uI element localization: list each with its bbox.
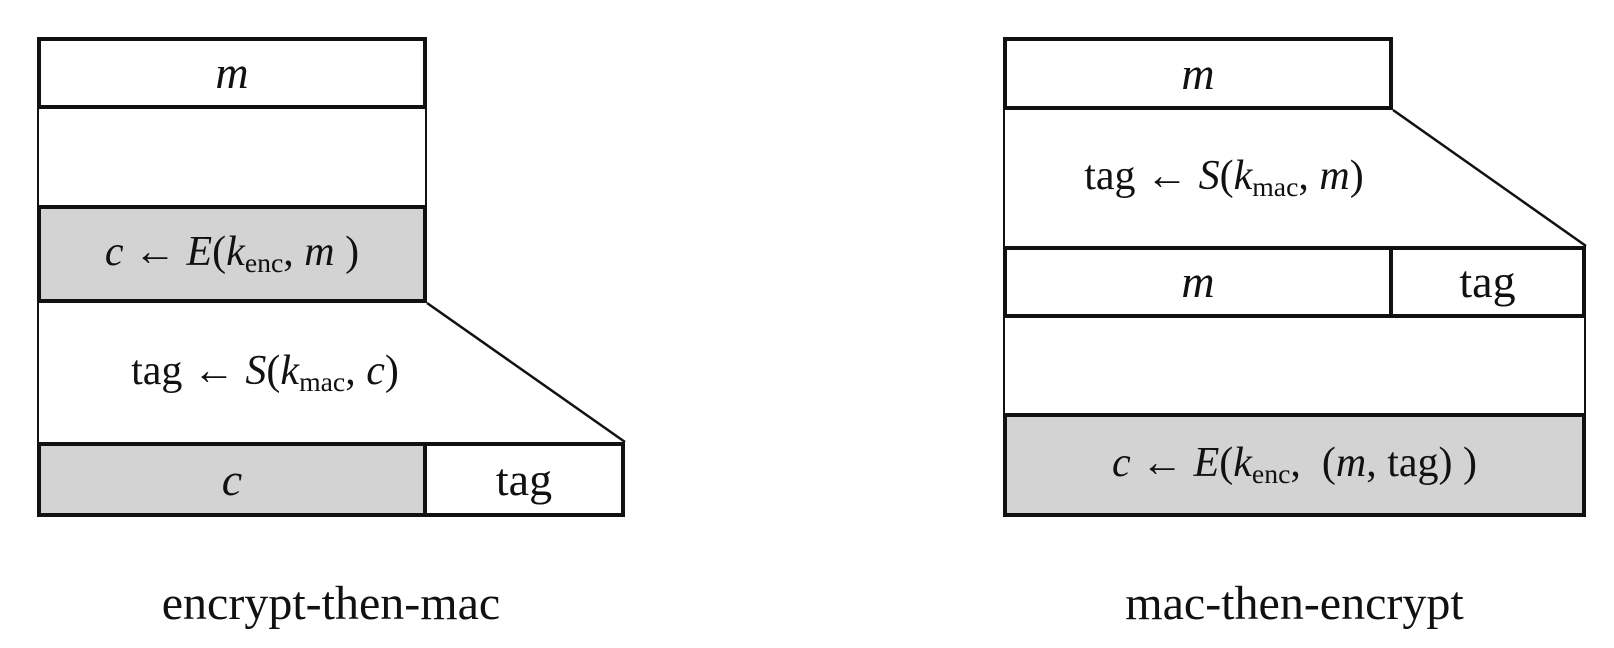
mte-sign-expression: tag ← S(kmac, m)	[1084, 153, 1364, 203]
etm-message-label: m	[215, 47, 249, 98]
mte-message-box: m	[1003, 37, 1393, 110]
etm-output-tag-cell: tag	[423, 442, 625, 517]
etm-encrypt-box: c ← E(kenc, m )	[37, 205, 427, 303]
etm-output-ciphertext-label: c	[221, 453, 243, 505]
etm-output-ciphertext-cell: c	[37, 442, 427, 517]
mte-encrypt-expression: c ← E(kenc, (m, tag) )	[1111, 440, 1478, 490]
mte-row-message-cell: m	[1003, 246, 1393, 318]
mte-row-message-label: m	[1181, 256, 1215, 307]
mte-message-label: m	[1181, 47, 1215, 99]
etm-sign-expression: tag ← S(kmac, c)	[131, 347, 399, 397]
etm-message-box: m	[37, 37, 427, 109]
mte-row-tag-label: tag	[1459, 256, 1516, 307]
etm-encrypt-expression: c ← E(kenc, m )	[104, 229, 360, 279]
mte-row-tag-cell: tag	[1389, 246, 1586, 318]
etm-gap-region	[37, 109, 427, 205]
mte-caption: mac-then-encrypt	[1125, 577, 1464, 630]
etm-sign-region: tag ← S(kmac, c)	[37, 303, 467, 442]
etm-caption: encrypt-then-mac	[161, 577, 501, 630]
etm-output-tag-label: tag	[495, 453, 553, 505]
mte-encrypt-box: c ← E(kenc, (m, tag) )	[1003, 413, 1586, 517]
mte-sign-region: tag ← S(kmac, m)	[1003, 110, 1423, 246]
mte-gap-region	[1003, 318, 1586, 413]
